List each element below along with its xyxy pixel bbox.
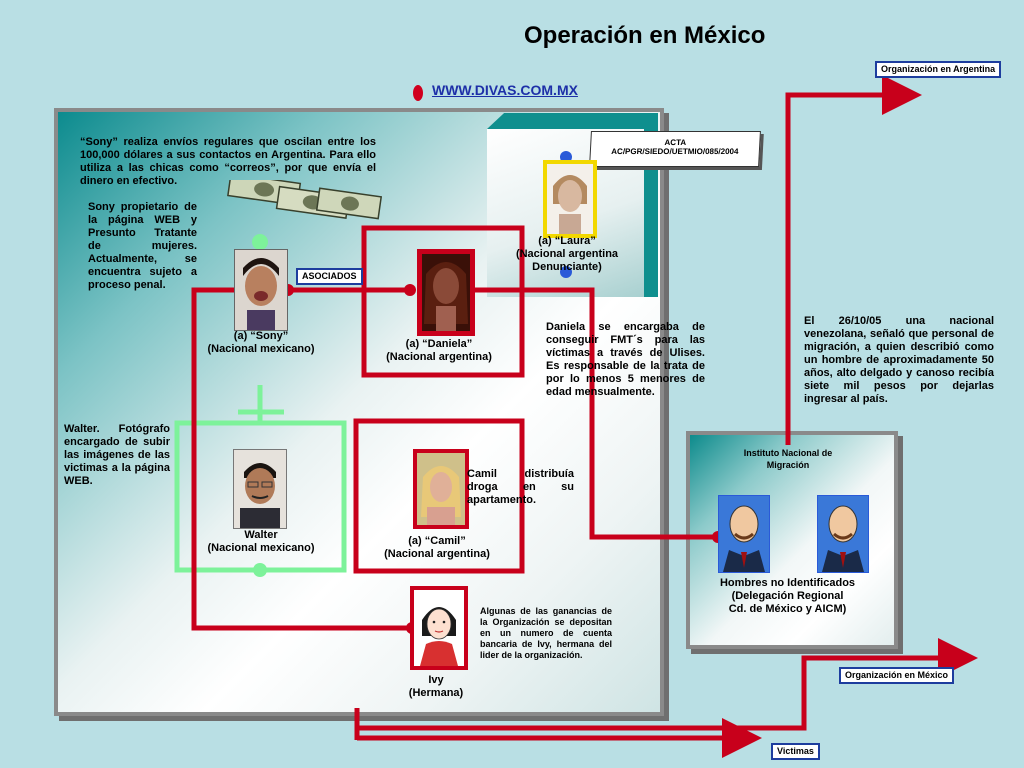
sony-propietario-text: Sony propietario de la página WEB y Pres…	[88, 201, 197, 291]
walter-photo[interactable]	[233, 449, 287, 529]
daniela-red-dot-left	[404, 284, 416, 296]
camil-frame	[353, 418, 525, 574]
laura-label: (a) “Laura” (Nacional argentina Denuncia…	[502, 235, 632, 274]
laura-nationality: (Nacional argentina	[515, 248, 619, 260]
website-link[interactable]: WWW.DIVAS.COM.MX	[432, 82, 578, 98]
camil-photo[interactable]	[413, 449, 469, 529]
laura-photo[interactable]	[543, 160, 597, 238]
ivy-desc-text: Algunas de las ganancias de la Organizac…	[480, 606, 612, 660]
camil-alias: (a) “Camil”	[408, 535, 466, 547]
daniela-photo[interactable]	[417, 249, 475, 336]
camil-nationality: (Nacional argentina)	[384, 548, 490, 560]
asociados-label: ASOCIADOS	[296, 268, 363, 285]
laura-portrait-icon	[547, 164, 593, 234]
venezolana-text: El 26/10/05 una nacional venezolana, señ…	[804, 315, 994, 405]
sony-envios-text: “Sony” realiza envíos regulares que osci…	[80, 136, 376, 187]
website-dot	[413, 85, 423, 101]
daniela-desc-text: Daniela se encargaba de conseguir FMT´s …	[546, 321, 705, 398]
org-mexico-label: Organización en México	[839, 667, 955, 684]
walter-nationality: (Nacional mexicano)	[207, 542, 315, 554]
org-argentina-label: Organización en Argentina	[875, 61, 1002, 78]
sony-nationality: (Nacional mexicano)	[207, 343, 315, 355]
woman-cartoon-icon	[414, 590, 464, 666]
daniela-frame	[361, 225, 525, 378]
acta-box: ACTA AC/PGR/SIEDO/UETMIO/085/2004	[589, 131, 761, 167]
walter-name: Walter	[244, 529, 278, 541]
laura-panel-top	[487, 113, 658, 129]
daniela-label: (a) “Daniela” (Nacional argentina)	[374, 338, 504, 364]
daniela-institute-line	[462, 287, 718, 540]
laura-alias: (a) “Laura”	[538, 235, 596, 247]
acta-line1: ACTA	[664, 138, 687, 147]
daniela-alias: (a) “Daniela”	[405, 338, 473, 350]
sony-portrait-icon	[235, 250, 287, 330]
victimas-label: Victimas	[771, 743, 820, 760]
acta-line2: AC/PGR/SIEDO/UETMIO/085/2004	[611, 147, 739, 156]
hombres-label: Hombres no Identificados (Delegación Reg…	[700, 577, 875, 616]
sony-left-line	[191, 287, 412, 631]
hombres-line1: Hombres no Identificados	[719, 577, 856, 589]
hombres-line2: (Delegación Regional	[731, 590, 844, 602]
ivy-label: Ivy (Hermana)	[376, 674, 496, 700]
sony-alias: (a) “Sony”	[233, 330, 289, 342]
walter-desc-text: Walter. Fotógrafo encargado de subir las…	[64, 423, 170, 487]
money-icon	[227, 180, 383, 220]
camil-label: (a) “Camil” (Nacional argentina)	[372, 535, 502, 561]
walter-label: Walter (Nacional mexicano)	[196, 529, 326, 555]
daniela-portrait-icon	[422, 254, 470, 331]
camil-portrait-icon	[417, 453, 465, 525]
page-title: Operación en México	[524, 22, 766, 49]
ivy-relation: (Hermana)	[408, 687, 464, 699]
camil-desc-text: Camil distribuía droga en su apartamento…	[467, 468, 574, 506]
sony-label: (a) “Sony” (Nacional mexicano)	[196, 330, 326, 356]
laura-blue-dot-bottom	[560, 266, 572, 278]
laura-role: Denunciante)	[532, 261, 602, 273]
man-suit-icon-2	[817, 495, 869, 573]
ivy-name: Ivy	[428, 674, 444, 686]
ivy-photo[interactable]	[410, 586, 468, 670]
sony-green-dot	[252, 234, 268, 250]
man-suit-icon-1	[718, 495, 770, 573]
daniela-nationality: (Nacional argentina)	[386, 351, 492, 363]
argentina-arrow	[785, 75, 922, 445]
walter-green-dot	[253, 563, 267, 577]
sony-photo[interactable]	[234, 249, 288, 331]
walter-portrait-icon	[234, 450, 286, 528]
hombres-line3: Cd. de México y AICM)	[728, 603, 847, 615]
institute-title: Instituto Nacional de Migración	[743, 448, 833, 470]
